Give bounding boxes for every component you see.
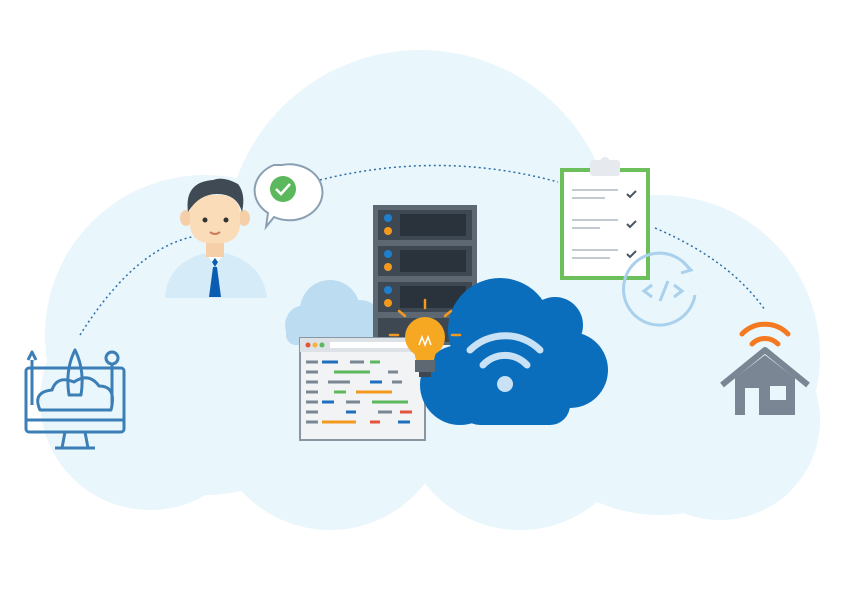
cloud-wifi-icon [420,278,608,425]
connection-arc [79,164,766,336]
browser-code-window-icon [299,337,426,441]
clipboard-checklist-icon [560,157,650,280]
person-avatar [165,178,267,298]
smart-home-wifi-icon [720,321,810,415]
lightbulb-icon [388,298,462,377]
speech-bubble-check-icon [253,163,324,231]
monitor-rocket-icon [24,348,126,450]
code-sync-icon [621,251,697,327]
